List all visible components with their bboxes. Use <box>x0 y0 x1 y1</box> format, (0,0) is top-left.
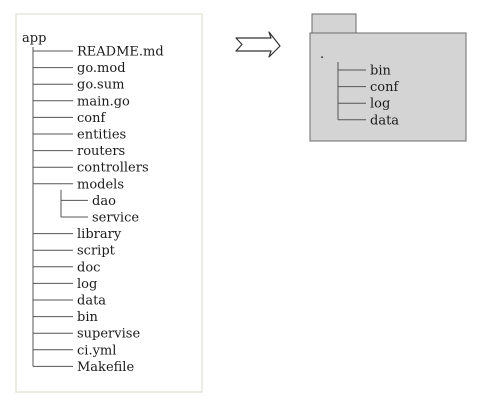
right-tree-item-label: log <box>370 97 390 112</box>
left-tree-item-label: controllers <box>77 161 149 176</box>
right-tree-item-label: bin <box>370 64 391 79</box>
left-tree-item-label: service <box>92 211 139 226</box>
left-tree-item-label: go.mod <box>77 61 126 76</box>
folder-tab <box>311 13 357 35</box>
left-tree-item-label: library <box>77 227 122 242</box>
left-tree-item-label: main.go <box>77 94 130 109</box>
folder-body <box>309 32 467 142</box>
right-arrow-icon <box>235 31 281 58</box>
left-tree-item-label: doc <box>77 260 100 275</box>
left-tree-root-label: app <box>22 31 46 46</box>
left-tree-item-label: ci.yml <box>77 343 116 358</box>
left-tree-panel <box>15 13 203 393</box>
left-tree-item-label: log <box>77 277 97 292</box>
right-tree-item-label: data <box>370 113 399 128</box>
left-tree-item-label: data <box>77 294 106 309</box>
left-tree-item-label: go.sum <box>77 78 124 93</box>
left-tree-item-label: supervise <box>77 327 140 342</box>
left-tree-item-label: bin <box>77 310 98 325</box>
left-tree-item-label: routers <box>77 144 125 159</box>
left-tree-item-label: script <box>77 244 116 259</box>
left-tree-item-label: dao <box>92 194 116 209</box>
left-tree-item-label: models <box>77 177 124 192</box>
folder-icon <box>309 13 467 142</box>
left-tree-item-label: conf <box>77 111 106 126</box>
right-tree-root-label: . <box>320 47 324 62</box>
left-tree-item-label: Makefile <box>77 360 134 375</box>
left-tree-item-label: README.md <box>77 45 164 60</box>
right-tree-item-label: conf <box>370 80 399 95</box>
left-tree-item-label: entities <box>77 128 126 143</box>
